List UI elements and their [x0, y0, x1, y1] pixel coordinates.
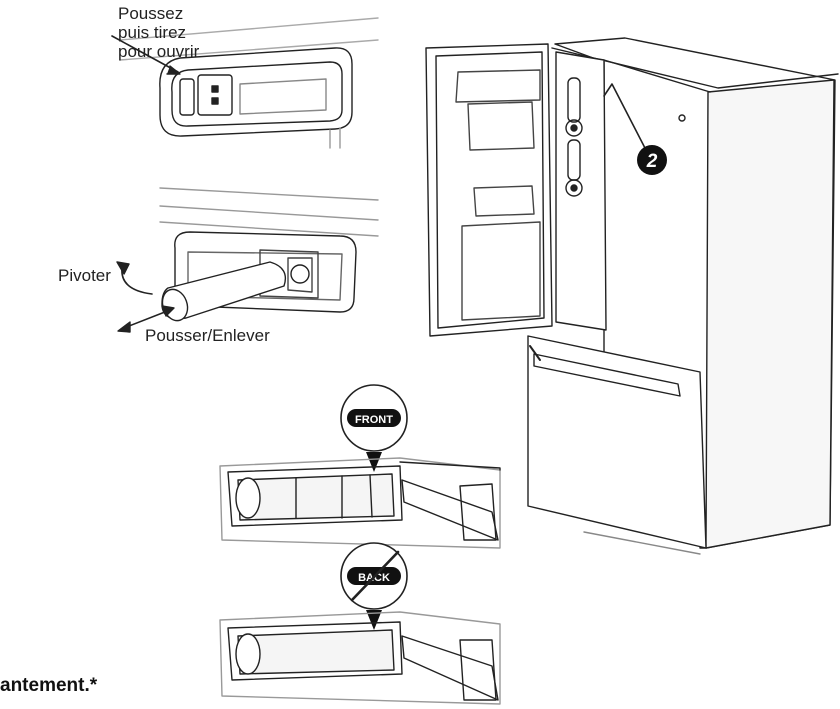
- front-orientation-illustration: FRONT: [219, 384, 501, 549]
- push-pull-callout: Poussez puis tirez pour ouvrir: [118, 4, 199, 61]
- push-pull-line-1: Poussez: [118, 4, 184, 23]
- filter-cover-illustration: [111, 17, 379, 149]
- filter-removal-illustration: [116, 187, 379, 333]
- step-2-marker: 2: [637, 145, 667, 175]
- refrigerator-illustration: [425, 37, 839, 555]
- rotate-label: Pivoter: [58, 266, 111, 285]
- push-remove-label: Pousser/Enlever: [145, 326, 270, 345]
- front-badge: FRONT: [355, 414, 393, 426]
- step-number-text: 2: [646, 151, 658, 172]
- push-pull-line-2: puis tirez: [118, 23, 187, 42]
- push-pull-line-3: pour ouvrir: [118, 42, 200, 61]
- bottom-text: antement.*: [0, 675, 98, 696]
- back-orientation-illustration: BACK: [219, 542, 501, 705]
